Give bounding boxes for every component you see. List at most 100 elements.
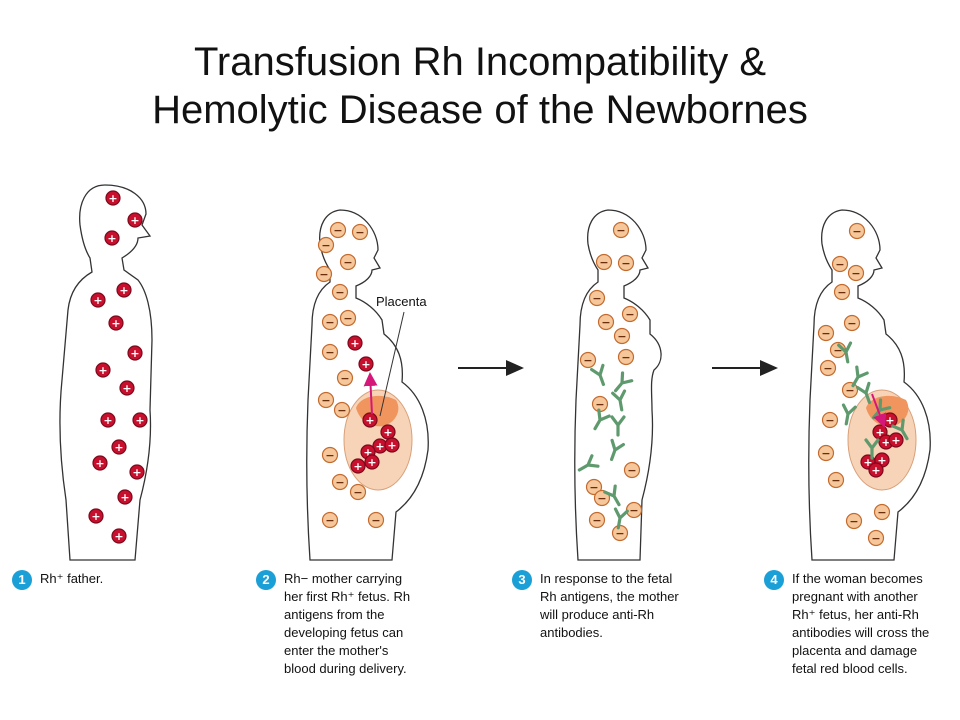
svg-text:+: + [108,192,117,205]
placenta-pointer-line [379,311,405,417]
svg-text:−: − [852,225,861,238]
antibody-icon [856,381,872,404]
rh-negative-cell: − [867,529,885,547]
rh-negative-cell: − [617,348,635,366]
rh-negative-cell: − [873,503,891,521]
svg-text:+: + [871,464,880,477]
rh-positive-cell: + [888,432,904,448]
svg-text:−: − [845,384,854,397]
rh-positive-cell: + [127,345,143,361]
svg-text:−: − [335,476,344,489]
rh-negative-cell: − [612,221,630,239]
svg-text:+: + [91,510,100,523]
caption-4: 4 If the woman becomes pregnant with ano… [764,570,960,678]
svg-text:−: − [355,226,364,239]
rh-positive-cell: + [132,412,148,428]
svg-text:−: − [353,486,362,499]
caption-3-text: In response to the fetal Rh antigens, th… [540,571,679,640]
svg-text:−: − [877,506,886,519]
svg-text:+: + [130,214,139,227]
figure-mother-first-pregnancy: −−−−−−−−−−−−−−−−−+++++++++ Placenta [306,209,429,561]
rh-negative-cell: − [621,305,639,323]
rh-negative-cell: − [331,473,349,491]
svg-text:−: − [333,224,342,237]
svg-text:−: − [835,258,844,271]
svg-text:+: + [93,294,102,307]
antibody-icon [613,371,634,393]
rh-positive-cell: + [108,315,124,331]
svg-text:−: − [592,514,601,527]
svg-text:+: + [132,466,141,479]
svg-text:+: + [367,456,376,469]
rh-negative-cell: − [321,511,339,529]
svg-text:−: − [821,447,830,460]
svg-text:−: − [325,346,334,359]
svg-text:−: − [343,312,352,325]
rh-positive-cell: + [350,458,366,474]
rh-positive-cell: + [127,212,143,228]
svg-text:−: − [325,449,334,462]
svg-text:+: + [130,347,139,360]
svg-text:−: − [831,474,840,487]
rh-negative-cell: − [595,253,613,271]
svg-text:+: + [353,460,362,473]
rh-negative-cell: − [613,327,631,345]
caption-2-text: Rh− mother carrying her first Rh⁺ fetus.… [284,571,411,676]
rh-negative-cell: − [351,223,369,241]
rh-negative-cell: − [588,289,606,307]
svg-text:+: + [114,530,123,543]
svg-text:+: + [375,440,384,453]
svg-text:−: − [849,515,858,528]
svg-text:−: − [589,481,598,494]
rh-positive-cell: + [347,335,363,351]
mother3-cells: −−−−−−−−−−−−−−−− [577,221,643,542]
rh-negative-cell: − [321,446,339,464]
antibody-icon [851,365,869,388]
svg-text:+: + [95,457,104,470]
slide-title: Transfusion Rh Incompatibility & Hemolyt… [0,38,960,134]
svg-text:−: − [599,256,608,269]
svg-text:+: + [107,232,116,245]
rh-positive-cell: + [111,439,127,455]
svg-text:−: − [833,344,842,357]
rh-negative-cell: − [821,411,839,429]
svg-text:−: − [601,316,610,329]
svg-text:−: − [340,372,349,385]
mother-silhouette-2 [306,209,429,561]
svg-text:−: − [625,308,634,321]
svg-text:−: − [616,224,625,237]
figure-mother-antibodies: −−−−−−−−−−−−−−−− [574,209,662,561]
svg-text:+: + [877,454,886,467]
svg-text:−: − [851,267,860,280]
rh-negative-cell: − [597,313,615,331]
antibody-icon [609,438,625,461]
svg-text:−: − [837,286,846,299]
rh-negative-cell: − [321,343,339,361]
mother4-cells: −−−−−−−−−−−−−−−+++++++ [817,222,909,547]
antibody-icon [610,415,626,437]
svg-text:−: − [371,514,380,527]
svg-text:+: + [387,439,396,452]
rh-positive-cell: + [116,282,132,298]
svg-text:−: − [583,354,592,367]
rh-negative-cell: − [623,461,641,479]
svg-text:+: + [120,491,129,504]
rh-positive-cell: + [104,230,120,246]
rh-negative-cell: − [588,511,606,529]
rh-positive-cell: + [111,528,127,544]
svg-text:+: + [875,426,884,439]
antibody-icon [837,341,853,364]
antibody-icon [613,507,629,530]
rh-negative-cell: − [617,254,635,272]
rh-negative-cell: − [315,265,333,283]
figure-father: +++++++++++++++++ [59,184,153,561]
rh-negative-cell: − [819,359,837,377]
svg-text:−: − [621,351,630,364]
rh-negative-cell: − [331,283,349,301]
svg-text:−: − [871,532,880,545]
svg-text:−: − [825,414,834,427]
rh-negative-cell: − [625,501,643,519]
father-cells: +++++++++++++++++ [88,190,148,544]
placenta-label: Placenta [376,294,427,309]
svg-text:−: − [319,268,328,281]
